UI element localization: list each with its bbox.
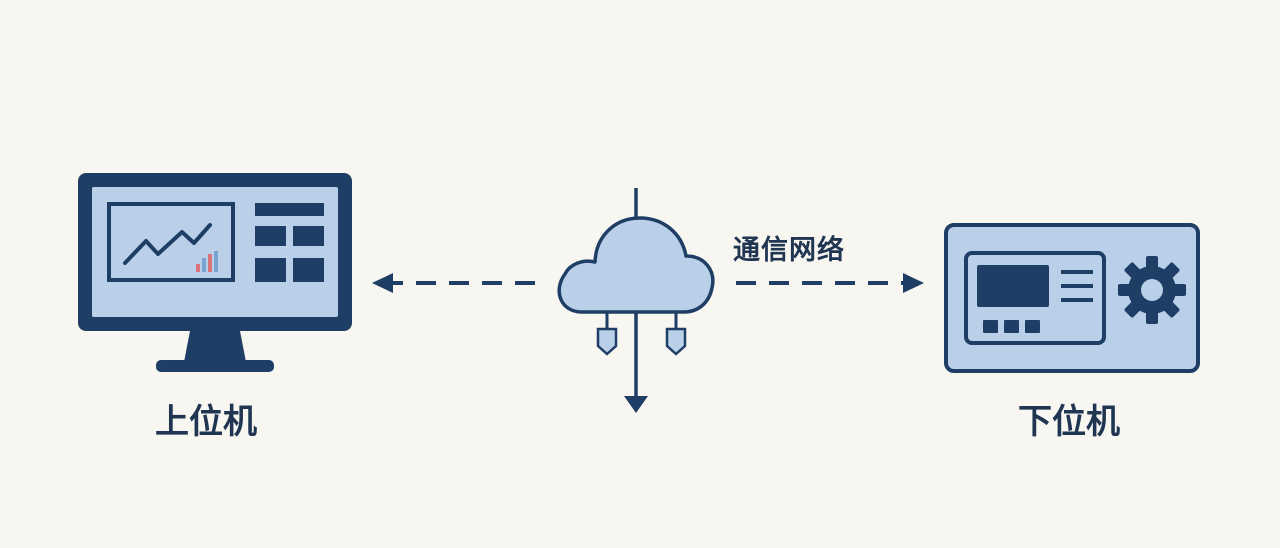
arrow-to-upper — [372, 273, 535, 293]
controller-icon — [944, 223, 1200, 373]
screen-grid-panel — [255, 203, 324, 282]
lower-computer-label: 下位机 — [1018, 402, 1120, 442]
controller-buttons — [983, 320, 1040, 333]
upper-computer-label: 上位机 — [155, 402, 257, 442]
trend-line — [123, 223, 212, 265]
mini-bars — [196, 251, 218, 272]
arrow-to-lower — [736, 273, 924, 293]
controller-text-lines — [1061, 270, 1093, 302]
cloud-icon — [557, 188, 715, 413]
connector-left-icon — [596, 312, 618, 356]
network-label: 通信网络 — [733, 235, 845, 266]
controller-screen — [977, 265, 1049, 307]
screen-chart-panel — [107, 202, 235, 282]
monitor-icon — [78, 173, 352, 372]
connector-right-icon — [665, 312, 687, 356]
gear-icon — [1118, 256, 1186, 324]
